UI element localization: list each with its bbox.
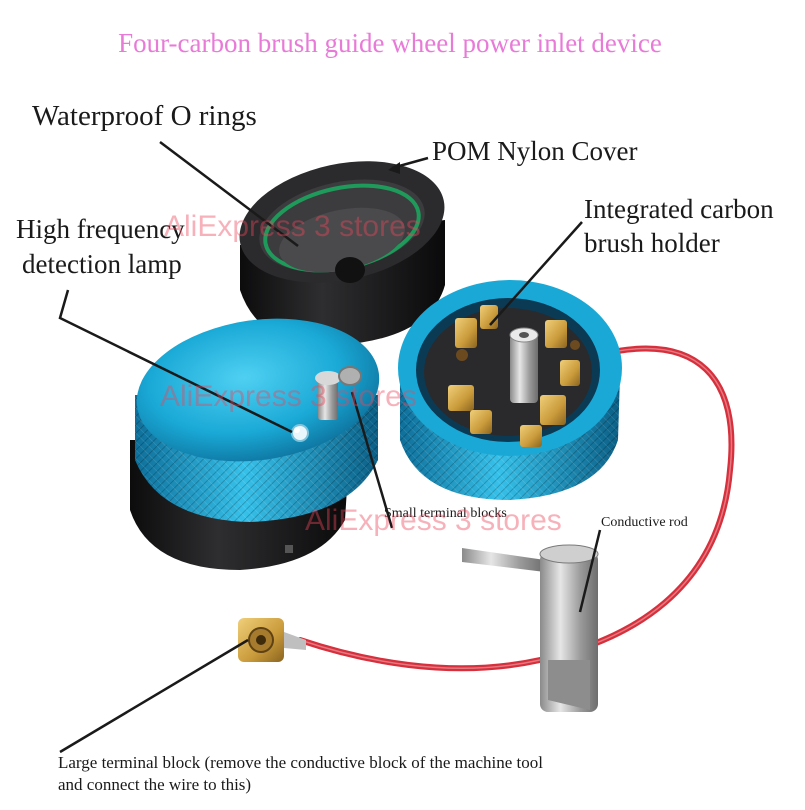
label-large-terminal-block-1: Large terminal block (remove the conduct… [58, 753, 543, 772]
small-block-leader [350, 391, 394, 529]
label-high-frequency: High frequency [16, 214, 185, 244]
label-detection-lamp: detection lamp [22, 249, 182, 279]
detection-lamp-unit [130, 318, 380, 570]
watermark: AliExpress 3 stores [164, 210, 421, 243]
holder-leader [489, 221, 583, 326]
large-block-leader [59, 638, 249, 754]
page-title: Four-carbon brush guide wheel power inle… [118, 28, 662, 58]
watermark: AliExpress 3 stores [305, 504, 562, 537]
conductive-rod-part [462, 544, 599, 712]
lamp-leader [58, 289, 293, 434]
center-rod [509, 327, 539, 403]
rod-leader [578, 529, 602, 613]
label-large-terminal-block-2: and connect the wire to this) [58, 775, 252, 794]
callout-lines [58, 141, 602, 754]
label-brush-holder: brush holder [584, 228, 720, 258]
brass-brush-block-1 [448, 305, 580, 447]
label-waterproof-o-rings: Waterproof O rings [32, 100, 257, 132]
carbon-brush-holder-unit [398, 280, 622, 500]
pom-nylon-cover [239, 161, 445, 346]
label-conductive-rod: Conductive rod [601, 515, 688, 530]
large-terminal-block [238, 618, 306, 662]
o-ring-leader [159, 141, 299, 247]
label-pom-nylon-cover: POM Nylon Cover [432, 136, 638, 166]
small-terminal-screw [315, 366, 362, 420]
watermark: AliExpress 3 stores [160, 380, 417, 413]
label-small-terminal-blocks: Small terminal blocks [384, 506, 507, 521]
red-cable [297, 345, 735, 672]
label-integrated-carbon: Integrated carbon [584, 194, 774, 224]
detection-lamp [291, 424, 309, 442]
